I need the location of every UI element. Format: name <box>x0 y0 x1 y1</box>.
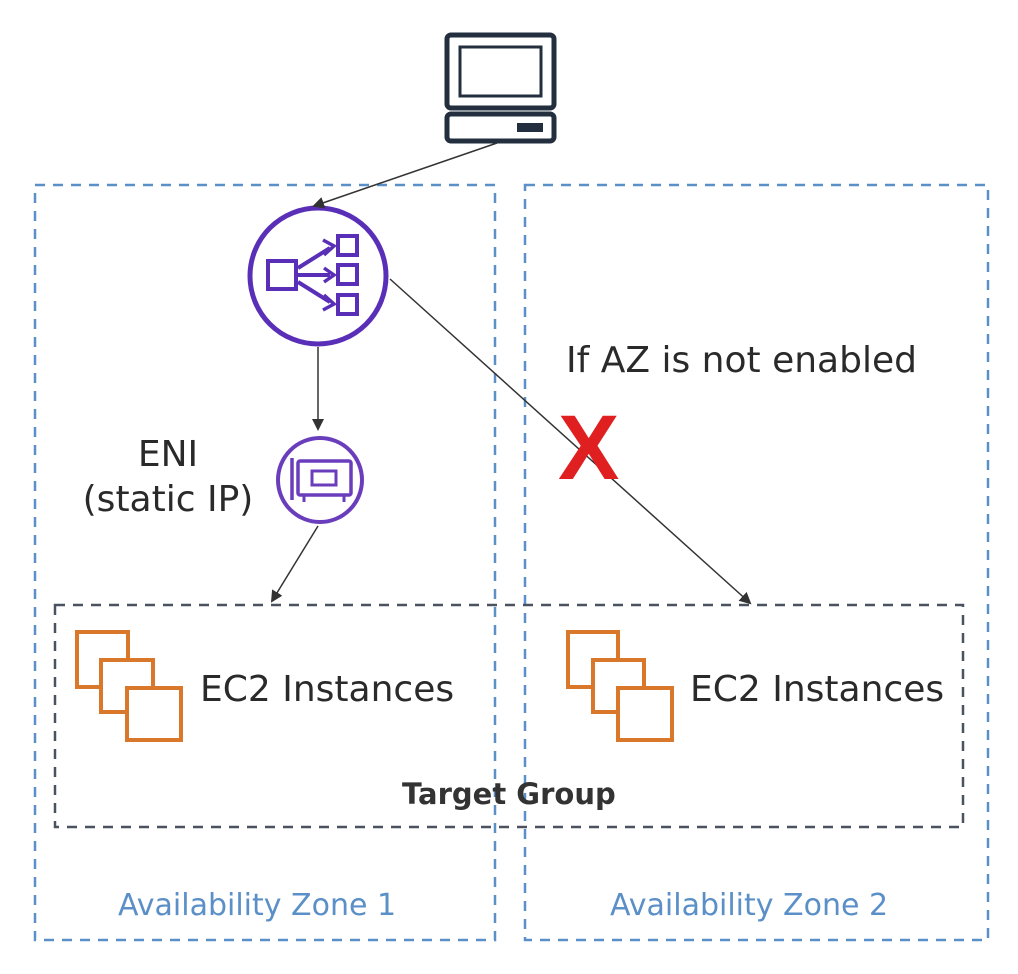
availability-zone-2-label: Availability Zone 2 <box>610 888 889 923</box>
availability-zone-1-label: Availability Zone 1 <box>118 888 397 923</box>
ec2-instances-icon <box>566 630 674 742</box>
ec2-instances-label-az2: EC2 Instances <box>690 669 945 710</box>
client-to-nlb-arrow <box>312 142 498 209</box>
nlb-to-ec2-az2-arrow <box>389 278 752 605</box>
target-group-box <box>53 603 965 829</box>
eni-to-ec2-az1-arrow <box>270 525 319 603</box>
network-load-balancer-icon <box>247 205 389 347</box>
availability-zone-2-box <box>523 183 990 942</box>
eni-icon <box>276 436 364 524</box>
ec2-instances-label-az1: EC2 Instances <box>200 669 455 710</box>
blocked-mark: X <box>558 397 620 499</box>
eni-label-line1: ENI <box>137 434 199 475</box>
client-computer-icon <box>444 32 557 144</box>
target-group-label: Target Group <box>402 777 616 811</box>
ec2-instances-icon <box>75 630 183 742</box>
az-not-enabled-annotation: If AZ is not enabled <box>566 340 917 381</box>
eni-label: ENI (static IP) <box>78 432 258 522</box>
eni-label-line2: (static IP) <box>82 479 254 520</box>
availability-zone-1-box <box>33 183 497 942</box>
